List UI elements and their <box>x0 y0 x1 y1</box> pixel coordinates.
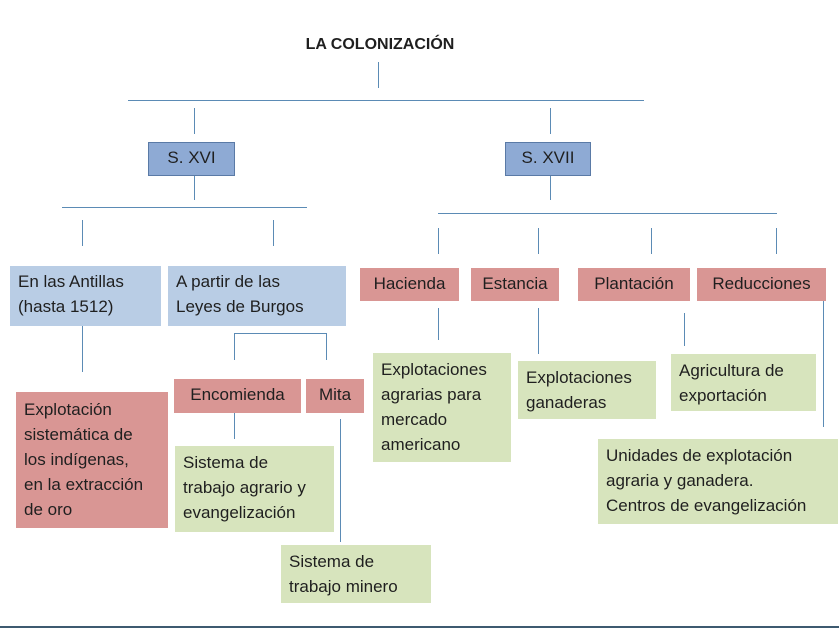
connector <box>273 220 274 246</box>
encomienda-desc-line-2: trabajo agrario y <box>183 478 306 497</box>
connector <box>550 176 551 200</box>
connector <box>326 333 327 360</box>
reducciones-desc-line-2: agraria y ganadera. <box>606 471 754 490</box>
leyes-line-1: A partir de las <box>176 272 280 291</box>
hacienda-desc-line-3: mercado <box>381 410 448 429</box>
connector <box>684 313 685 346</box>
reducciones-box: Reducciones <box>697 268 826 301</box>
hacienda-box: Hacienda <box>360 268 459 301</box>
mita-box: Mita <box>306 379 364 413</box>
connector <box>538 308 539 354</box>
connector <box>550 108 551 134</box>
connector <box>378 62 379 88</box>
reducciones-desc-line-1: Unidades de explotación <box>606 446 793 465</box>
antillas-box: En las Antillas (hasta 1512) <box>10 266 161 326</box>
connector <box>438 308 439 340</box>
encomienda-desc-line-1: Sistema de <box>183 453 269 472</box>
hacienda-desc-line-2: agrarias para <box>381 385 482 404</box>
bottom-divider <box>0 626 839 628</box>
connector <box>194 176 195 200</box>
estancia-desc-box: Explotaciones ganaderas <box>518 361 656 419</box>
explotacion-line-4: en la extracción <box>24 475 144 494</box>
estancia-box: Estancia <box>471 268 559 301</box>
hacienda-desc-line-1: Explotaciones <box>381 360 487 379</box>
connector <box>234 333 327 334</box>
encomienda-desc-box: Sistema de trabajo agrario y evangelizac… <box>175 446 334 532</box>
connector <box>438 228 439 254</box>
explotacion-line-1: Explotación <box>24 400 112 419</box>
encomienda-desc-line-3: evangelización <box>183 503 296 522</box>
connector <box>776 228 777 254</box>
connector <box>234 413 235 439</box>
connector <box>194 108 195 134</box>
encomienda-box: Encomienda <box>174 379 301 413</box>
connector <box>82 220 83 246</box>
connector <box>823 301 824 427</box>
antillas-line-1: En las Antillas <box>18 272 124 291</box>
estancia-desc-line-1: Explotaciones <box>526 368 632 387</box>
connector <box>340 419 341 542</box>
explotacion-line-5: de oro <box>24 500 73 519</box>
reducciones-desc-box: Unidades de explotación agraria y ganade… <box>598 439 838 524</box>
explotacion-line-2: sistemática de <box>24 425 133 444</box>
century-xvii-box: S. XVII <box>505 142 591 176</box>
century-xvi-box: S. XVI <box>148 142 235 176</box>
connector <box>651 228 652 254</box>
estancia-desc-line-2: ganaderas <box>526 393 607 412</box>
connector <box>438 213 777 214</box>
mita-desc-line-2: trabajo minero <box>289 577 398 596</box>
explotacion-line-3: los indígenas, <box>24 450 129 469</box>
connector <box>62 207 307 208</box>
explotacion-oro-box: Explotación sistemática de los indígenas… <box>16 392 168 528</box>
diagram-title: LA COLONIZACIÓN <box>305 36 455 53</box>
connector <box>538 228 539 254</box>
hacienda-desc-line-4: americano <box>381 435 461 454</box>
plantacion-box: Plantación <box>578 268 690 301</box>
reducciones-desc-line-3: Centros de evangelización <box>606 496 807 515</box>
leyes-burgos-box: A partir de las Leyes de Burgos <box>168 266 346 326</box>
leyes-line-2: Leyes de Burgos <box>176 297 304 316</box>
plantacion-desc-line-1: Agricultura de <box>679 361 784 380</box>
connector <box>234 333 235 360</box>
antillas-line-2: (hasta 1512) <box>18 297 114 316</box>
plantacion-desc-line-2: exportación <box>679 386 767 405</box>
plantacion-desc-box: Agricultura de exportación <box>671 354 816 411</box>
connector <box>128 100 644 101</box>
mita-desc-line-1: Sistema de <box>289 552 375 571</box>
hacienda-desc-box: Explotaciones agrarias para mercado amer… <box>373 353 511 462</box>
connector <box>82 326 83 372</box>
mita-desc-box: Sistema de trabajo minero <box>281 545 431 603</box>
